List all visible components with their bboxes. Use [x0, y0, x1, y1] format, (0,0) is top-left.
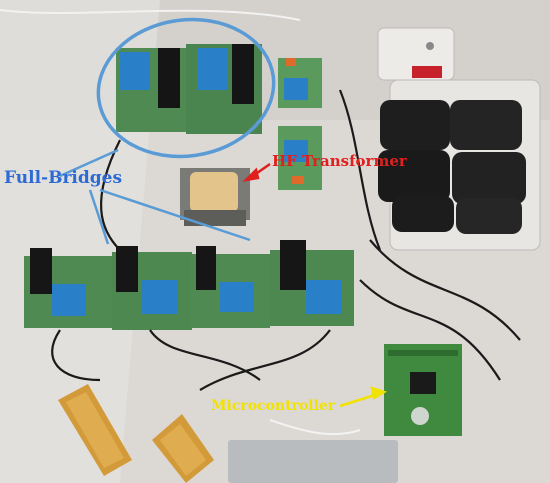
relay-board-bottom: [278, 126, 322, 190]
power-resistor-right: [152, 414, 214, 483]
full-bridges-arrows: [59, 148, 251, 245]
microcontroller-label: Microcontroller: [211, 398, 336, 414]
annotation-circle: [96, 17, 276, 159]
top-bridge-board-left: [116, 48, 186, 132]
relay-board-top: [278, 58, 322, 108]
heatsink: [228, 440, 398, 483]
bottom-bridge-boards: [24, 240, 354, 330]
power-adapters: [378, 100, 526, 234]
hf-transformer: [180, 168, 250, 226]
hf-transformer-label: HF Transformer: [272, 152, 407, 170]
white-wires: [0, 9, 361, 436]
power-resistor-left: [58, 384, 132, 476]
microcontroller-arrow: [339, 386, 387, 408]
microcontroller-board: [384, 344, 462, 436]
full-bridges-label: Full-Bridges: [4, 168, 123, 188]
cables: [51, 89, 521, 391]
top-bridge-board-right: [186, 44, 262, 134]
hf-transformer-arrow: [242, 162, 271, 182]
